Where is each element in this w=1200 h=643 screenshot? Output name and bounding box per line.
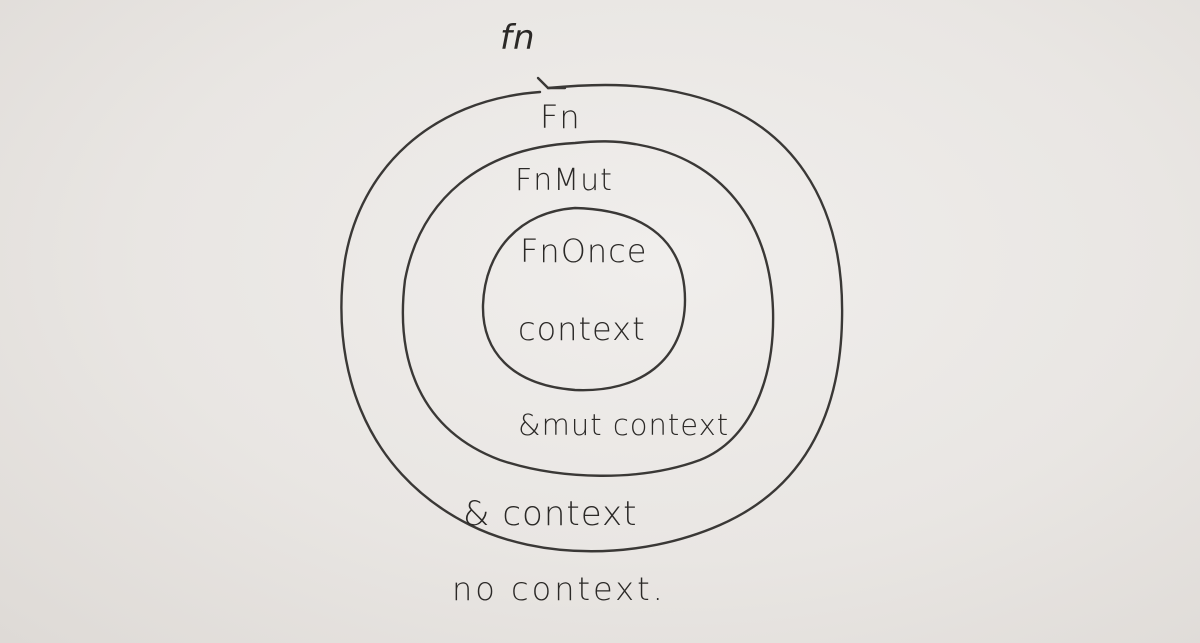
arrow-head-icon [536, 76, 567, 90]
inner-ring-fnonce [481, 206, 687, 392]
inner-context-label: context [518, 310, 646, 348]
fn-pointer-label: fn [500, 18, 536, 58]
mut-ref-context-label: &mut context [518, 408, 730, 442]
fnonce-trait-label: FnOnce [520, 232, 648, 270]
no-context-label: no context. [452, 570, 666, 608]
fnmut-trait-label: FnMut [515, 163, 613, 198]
outer-ring-fn [340, 83, 844, 553]
fn-trait-label: Fn [540, 98, 581, 136]
ref-context-label: & context [463, 494, 638, 534]
middle-ring-fnmut [401, 140, 775, 477]
